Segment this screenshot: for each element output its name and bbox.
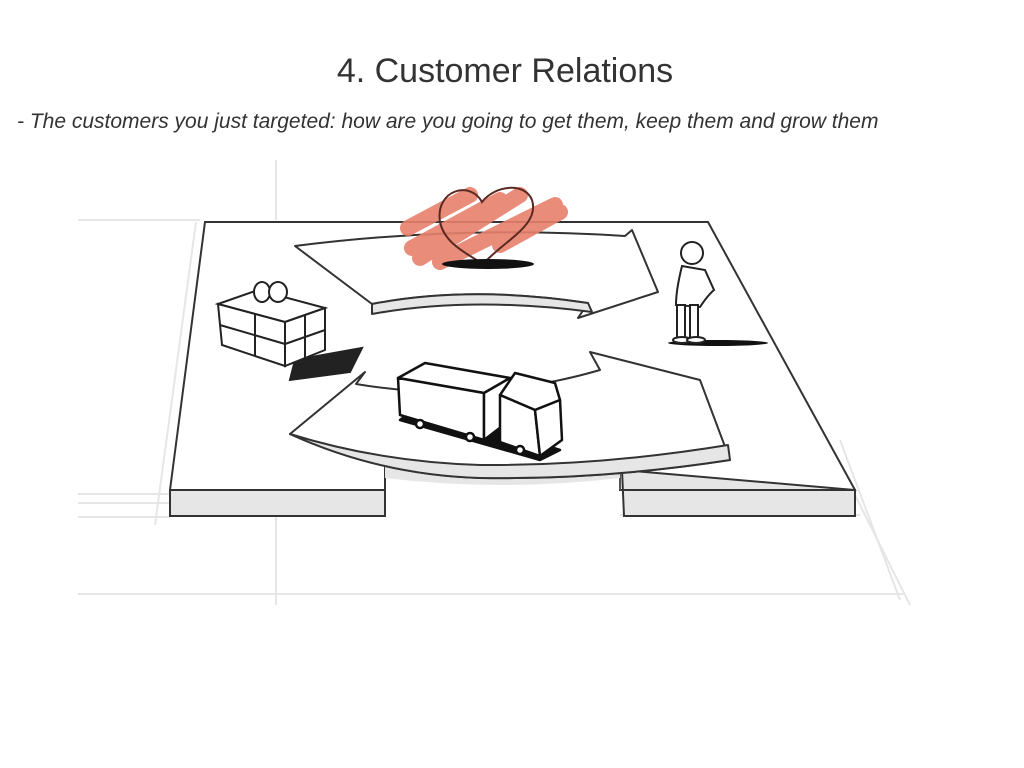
delivery-truck-icon <box>396 361 564 462</box>
heart-icon <box>400 186 568 270</box>
gift-box-icon <box>214 281 364 382</box>
slide-title: 4. Customer Relations <box>336 52 674 90</box>
person-figure-icon <box>668 241 768 346</box>
customer-relations-illustration <box>78 160 911 606</box>
slide-subtitle: - The customers you just targeted: how a… <box>17 110 879 133</box>
